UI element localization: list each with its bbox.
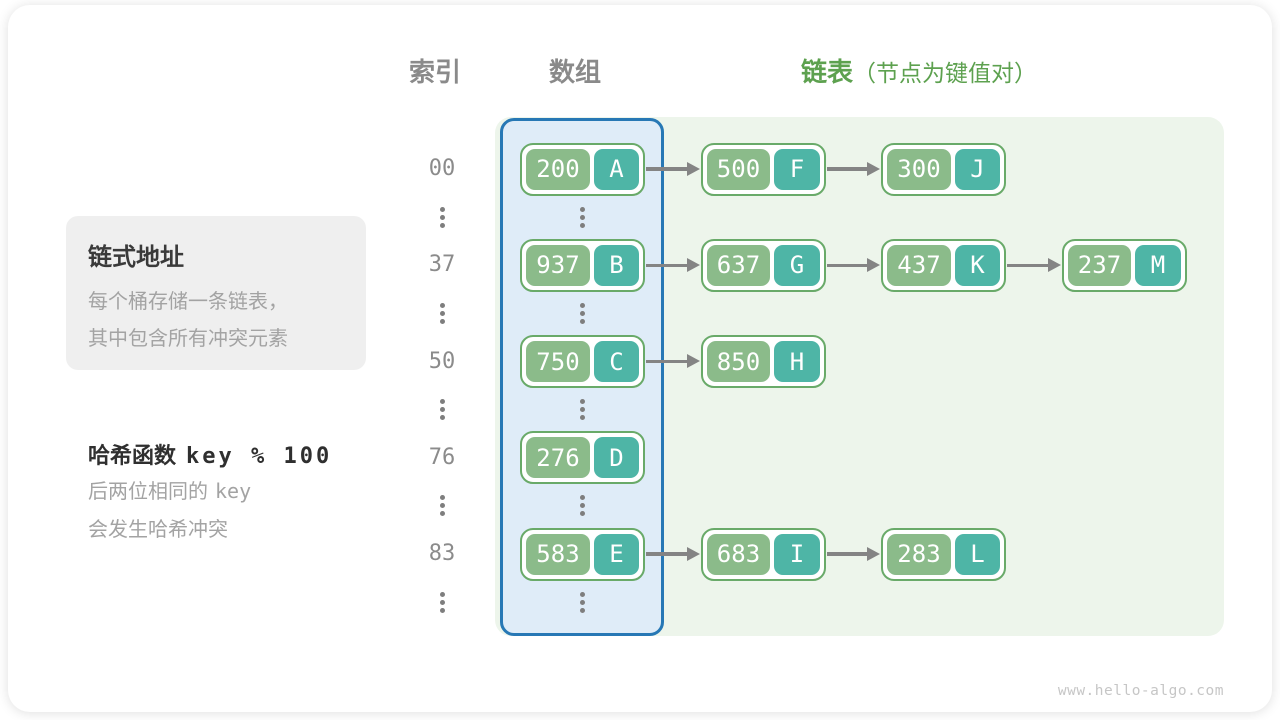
arrow-shaft	[646, 359, 690, 364]
key-cell: 583	[526, 533, 590, 575]
arrow-shaft	[826, 167, 870, 171]
vertical-ellipsis-icon	[580, 302, 586, 324]
vertical-ellipsis-icon	[439, 399, 445, 420]
value-cell: H	[774, 341, 820, 382]
vertical-ellipsis-icon	[580, 495, 586, 517]
key-cell: 283	[887, 533, 951, 575]
arrow-head-icon	[686, 257, 700, 272]
vertical-ellipsis-icon	[439, 495, 445, 517]
key-cell: 683	[706, 533, 771, 575]
hash-note-line: 后两位相同的 key	[88, 472, 428, 511]
hash-note-line2-code: key	[215, 479, 252, 503]
value-cell: G	[774, 244, 820, 286]
header-linked-list: 链表（节点为键值对）	[801, 57, 1037, 87]
arrow-head-icon	[686, 546, 700, 561]
key-cell: 437	[887, 244, 951, 286]
key-cell: 750	[526, 341, 590, 382]
vertical-ellipsis-icon	[439, 591, 445, 613]
arrow-connector	[646, 546, 700, 562]
arrow-head-icon	[686, 161, 700, 176]
hash-note-line: 会发生哈希冲突	[88, 519, 228, 541]
arrow-head-icon	[686, 354, 700, 368]
arrow-connector	[646, 354, 700, 369]
callout-title: 链式地址	[88, 244, 184, 271]
arrow-connector	[646, 257, 700, 273]
arrow-shaft	[826, 263, 870, 267]
hash-function-note: 哈希函数 key % 100 后两位相同的 key 会发生哈希冲突	[88, 441, 428, 549]
key-cell: 276	[526, 437, 590, 479]
vertical-ellipsis-icon	[580, 399, 586, 420]
bucket-index: 00	[428, 156, 456, 181]
vertical-ellipsis-icon	[580, 591, 586, 613]
callout-line: 每个桶存储一条链表，	[88, 291, 288, 313]
value-cell: D	[593, 437, 639, 479]
value-cell: C	[593, 341, 639, 382]
watermark: www.hello-algo.com	[1057, 683, 1224, 699]
hash-function-expression: key % 100	[186, 444, 333, 469]
arrow-head-icon	[867, 257, 880, 272]
key-cell: 637	[706, 244, 771, 286]
hash-note-line2-cjk: 后两位相同的	[88, 481, 208, 503]
key-cell: 937	[526, 244, 590, 286]
arrow-connector	[826, 546, 880, 562]
bucket-index: 50	[428, 348, 456, 374]
value-cell: K	[954, 244, 1000, 286]
arrow-connector	[826, 257, 880, 273]
value-cell: L	[954, 533, 1000, 575]
vertical-ellipsis-icon	[580, 206, 586, 228]
key-cell: 300	[887, 148, 951, 190]
arrow-connector	[826, 161, 880, 177]
header-index: 索引	[408, 57, 461, 87]
hash-function-title-cjk: 哈希函数	[88, 443, 177, 468]
bucket-index: 76	[428, 444, 456, 470]
vertical-ellipsis-icon	[439, 302, 445, 324]
arrow-shaft	[826, 552, 870, 556]
value-cell: J	[954, 148, 1000, 190]
arrow-connector	[646, 161, 700, 177]
arrow-shaft	[1007, 263, 1051, 267]
value-cell: M	[1135, 244, 1181, 286]
key-cell: 237	[1067, 244, 1132, 286]
bucket-index: 37	[428, 252, 456, 278]
key-cell: 850	[706, 341, 771, 382]
callout-box: 链式地址 每个桶存储一条链表， 其中包含所有冲突元素	[66, 216, 366, 370]
value-cell: F	[774, 148, 820, 190]
arrow-shaft	[646, 263, 690, 267]
bucket-index: 83	[428, 541, 456, 566]
header-linked-list-note: （节点为键值对）	[853, 60, 1038, 86]
header-linked-list-label: 链表	[801, 57, 854, 87]
value-cell: A	[593, 148, 639, 190]
value-cell: I	[774, 533, 820, 575]
vertical-ellipsis-icon	[439, 206, 445, 228]
value-cell: B	[593, 244, 639, 286]
arrow-head-icon	[1047, 257, 1061, 272]
key-cell: 500	[706, 148, 771, 190]
key-cell: 200	[526, 148, 590, 190]
hash-function-title: 哈希函数 key % 100	[88, 441, 428, 472]
arrow-head-icon	[867, 161, 880, 176]
header-array: 数组	[548, 57, 601, 87]
arrow-head-icon	[867, 546, 880, 561]
arrow-shaft	[646, 552, 690, 556]
arrow-connector	[1007, 257, 1061, 273]
arrow-shaft	[646, 167, 690, 171]
value-cell: E	[593, 533, 639, 575]
callout-line: 其中包含所有冲突元素	[88, 328, 288, 350]
